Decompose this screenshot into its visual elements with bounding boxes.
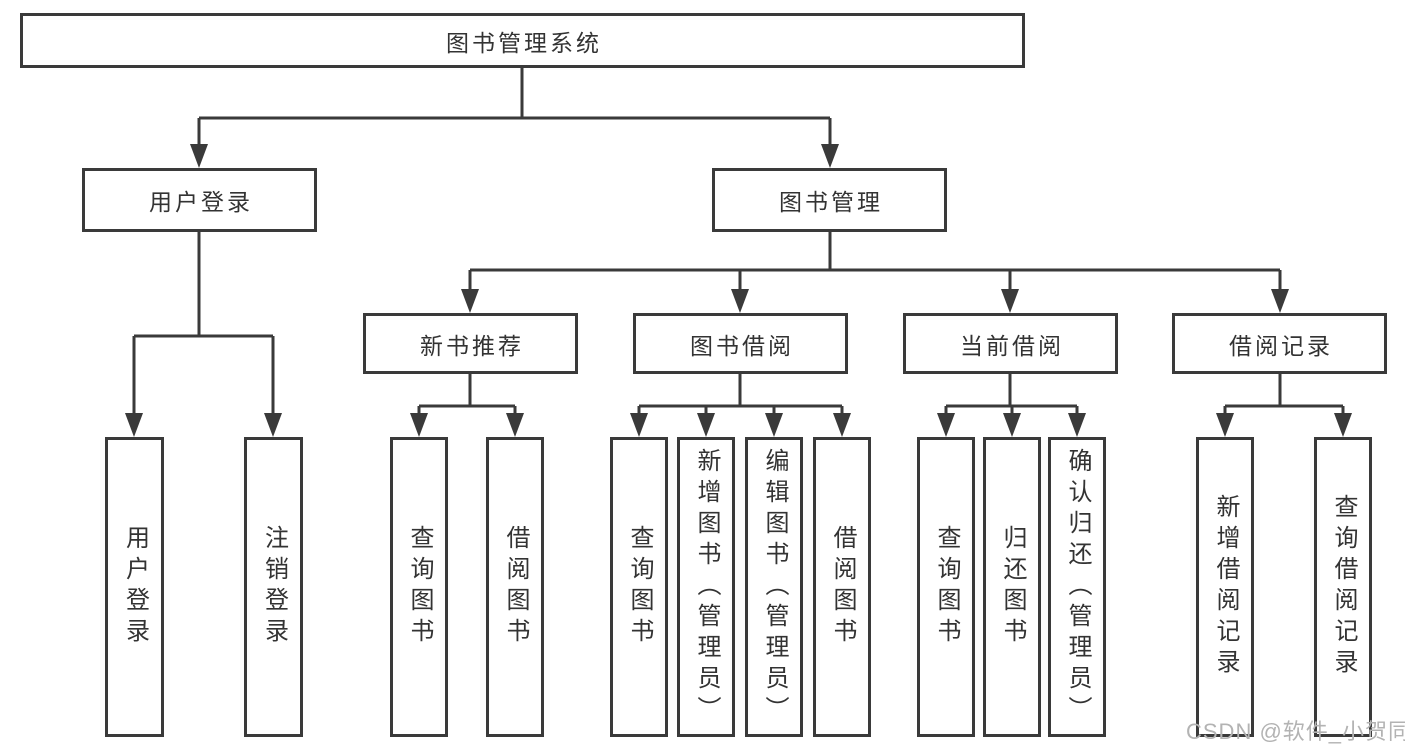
arrowhead-icon [697,413,715,437]
arrowhead-icon [264,413,282,437]
arrowhead-icon [821,144,839,168]
node-user-login: 用户登录 [82,168,317,232]
node-label: 新增图书（管理员） [693,447,720,727]
leaf-current-return-books: 归还图书 [983,437,1041,737]
leaf-current-query-books: 查询图书 [917,437,975,737]
node-label: 查询图书 [933,525,960,649]
node-label: 用户登录 [149,189,253,215]
node-label: 借阅图书 [502,525,529,649]
node-book-borrow: 图书借阅 [633,313,848,374]
arrowhead-icon [1334,413,1352,437]
arrowhead-icon [125,413,143,437]
connector-new-book-recommend-to-leaves [410,374,524,437]
node-label: 查询图书 [406,525,433,649]
node-borrow-records: 借阅记录 [1172,313,1387,374]
arrowhead-icon [1216,413,1234,437]
leaf-borrow-query-books: 查询图书 [610,437,668,737]
node-label: 用户登录 [121,525,149,649]
csdn-watermark: CSDN @软件_小贺同学 [1186,719,1405,744]
connector-user-login-to-leaves [125,232,282,437]
connector-current-borrow-to-leaves [937,374,1086,437]
arrowhead-icon [1001,289,1019,313]
connector-book-borrow-to-leaves [630,374,851,437]
node-label: 新书推荐 [420,332,524,359]
leaf-logout-login: 注销登录 [244,437,303,737]
node-label: 图书借阅 [690,332,794,359]
leaf-current-confirm-return-admin: 确认归还（管理员） [1048,437,1106,737]
arrowhead-icon [1003,413,1021,437]
node-label: 查询图书 [626,525,653,649]
arrowhead-icon [937,413,955,437]
leaf-borrow-edit-books-admin: 编辑图书（管理员） [745,437,803,737]
arrowhead-icon [833,413,851,437]
node-new-book-recommend: 新书推荐 [363,313,578,374]
leaf-newrec-borrow-books: 借阅图书 [486,437,544,737]
node-label: 图书管理系统 [446,29,602,56]
leaf-records-add-record: 新增借阅记录 [1196,437,1254,737]
leaf-newrec-query-books: 查询图书 [390,437,448,737]
node-label: 新增借阅记录 [1212,494,1239,680]
node-label: 确认归还（管理员） [1064,447,1091,727]
leaf-records-query-record: 查询借阅记录 [1314,437,1372,737]
node-label: 借阅图书 [829,525,856,649]
node-book-management: 图书管理 [712,168,947,232]
arrowhead-icon [1271,289,1289,313]
arrowhead-icon [765,413,783,437]
arrowhead-icon [731,289,749,313]
arrowhead-icon [461,289,479,313]
connector-borrow-records-to-leaves [1216,374,1352,437]
arrowhead-icon [190,144,208,168]
leaf-user-login: 用户登录 [105,437,164,737]
arrowhead-icon [1068,413,1086,437]
arrowhead-icon [630,413,648,437]
leaf-borrow-add-books-admin: 新增图书（管理员） [677,437,735,737]
node-current-borrow: 当前借阅 [903,313,1118,374]
connector-root-to-level2 [190,68,839,168]
node-label: 图书管理 [779,189,883,215]
node-label: 注销登录 [260,525,288,649]
node-label: 归还图书 [999,525,1026,649]
node-label: 当前借阅 [960,332,1064,359]
arrowhead-icon [410,413,428,437]
connector-book-management-to-level3 [461,232,1289,313]
leaf-borrow-borrow-books: 借阅图书 [813,437,871,737]
arrowhead-icon [506,413,524,437]
node-label: 借阅记录 [1229,332,1333,359]
node-root: 图书管理系统 [20,13,1025,68]
node-label: 查询借阅记录 [1330,494,1357,680]
node-label: 编辑图书（管理员） [761,447,788,727]
